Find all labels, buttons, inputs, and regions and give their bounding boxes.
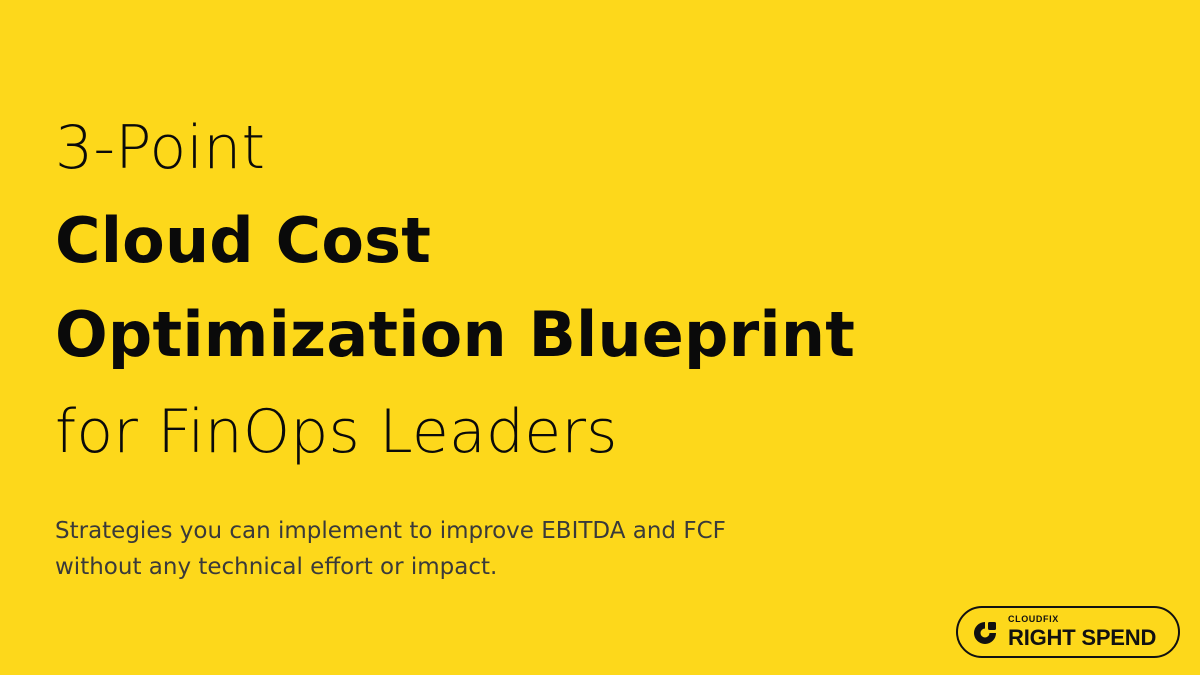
badge-small-text: CLOUDFIX [1008,614,1059,624]
subtitle: Strategies you can implement to improve … [55,513,855,585]
cloudfix-badge: CLOUDFIX RIGHT SPEND [956,606,1180,658]
headline-line-2: Cloud Cost [55,204,432,277]
badge-big-text: RIGHT SPEND [1008,625,1157,650]
headline-line-1: 3-Point [55,113,266,183]
subtitle-line-1: Strategies you can implement to improve … [55,518,726,544]
subtitle-line-2: without any technical effort or impact. [55,554,498,580]
cloudfix-logo-icon [974,622,996,644]
headline-line-4: for FinOps Leaders [55,397,618,467]
headline-line-3: Optimization Blueprint [55,298,856,371]
